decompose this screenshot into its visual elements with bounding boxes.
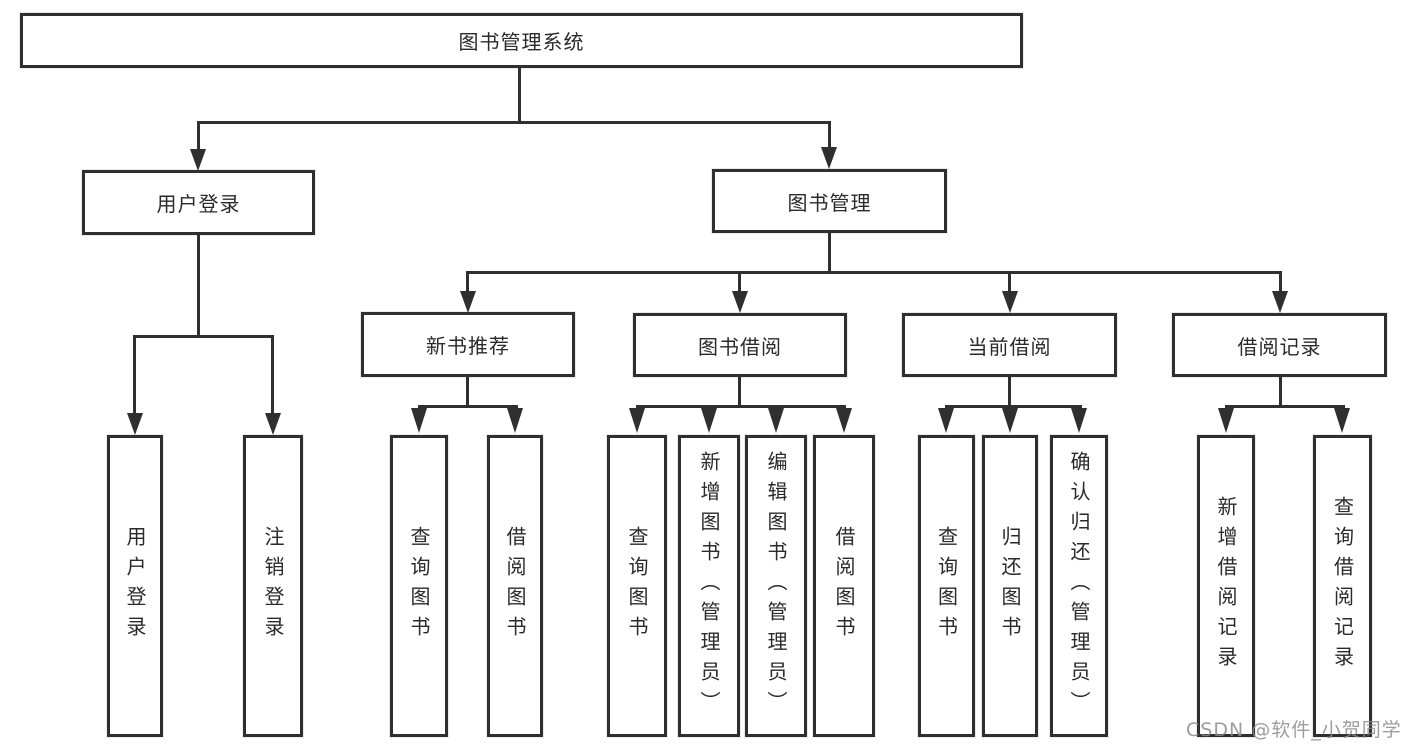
arrow-down-icon <box>127 413 143 435</box>
arrow-down-icon <box>836 408 852 433</box>
arrow-down-icon <box>1272 291 1288 313</box>
arrow-down-icon <box>1334 408 1350 433</box>
node-label: 新书推荐 <box>426 334 510 358</box>
node-label: 图书管理系统 <box>458 30 585 54</box>
connector-line <box>1279 271 1282 291</box>
arrow-down-icon <box>1218 408 1234 433</box>
leaf-logout: 注销登录 <box>243 435 303 737</box>
arrow-down-icon <box>701 408 717 433</box>
connector-line <box>197 121 831 124</box>
leaf-user-login: 用户登录 <box>107 435 163 737</box>
node-label: 查询借阅记录 <box>1330 496 1355 676</box>
node-label: 新增借阅记录 <box>1214 496 1238 676</box>
arrow-down-icon <box>460 291 476 313</box>
arrow-down-icon <box>732 291 748 313</box>
node-label: 归还图书 <box>998 526 1022 646</box>
connector-line <box>466 271 1282 274</box>
arrow-down-icon <box>768 408 784 433</box>
connector-line <box>945 405 1082 408</box>
leaf-query-books-recommend: 查询图书 <box>390 435 448 737</box>
node-label: 查询图书 <box>625 526 649 646</box>
leaf-confirm-return-admin: 确认归还（管理员） <box>1050 435 1108 737</box>
node-label: 确认归还（管理员） <box>1067 451 1091 721</box>
leaf-query-borrow-record: 查询借阅记录 <box>1313 435 1372 737</box>
arrow-down-icon <box>190 149 206 171</box>
connector-line <box>418 405 518 408</box>
leaf-query-books-borrowing: 查询图书 <box>607 435 667 737</box>
connector-line <box>466 377 469 405</box>
connector-line <box>1225 405 1345 408</box>
node-label: 借阅图书 <box>832 526 856 646</box>
connector-line <box>1008 271 1011 291</box>
node-book-management: 图书管理 <box>712 169 947 233</box>
node-label: 注销登录 <box>261 526 285 646</box>
node-user-login: 用户登录 <box>82 170 315 235</box>
leaf-edit-books-admin: 编辑图书（管理员） <box>745 435 807 737</box>
connector-line <box>133 335 136 413</box>
connector-line <box>271 335 274 413</box>
connector-line <box>197 121 200 149</box>
arrow-down-icon <box>265 413 281 435</box>
node-label: 查询图书 <box>407 526 431 646</box>
leaf-borrow-books-recommend: 借阅图书 <box>487 435 543 737</box>
connector-line <box>828 233 831 274</box>
node-label: 借阅记录 <box>1237 334 1322 359</box>
arrow-down-icon <box>1002 408 1018 433</box>
node-label: 用户登录 <box>156 192 241 216</box>
node-label: 图书管理 <box>787 190 872 215</box>
node-current-borrowing: 当前借阅 <box>902 313 1117 377</box>
connector-line <box>828 121 831 147</box>
arrow-down-icon <box>507 408 523 433</box>
leaf-add-books-admin: 新增图书（管理员） <box>678 435 740 737</box>
leaf-query-books-current: 查询图书 <box>918 435 975 737</box>
arrow-down-icon <box>629 408 645 433</box>
node-label: 借阅图书 <box>503 526 527 646</box>
arrow-down-icon <box>821 147 837 169</box>
watermark: CSDN @软件_小贺同学 <box>1186 719 1402 741</box>
node-label: 当前借阅 <box>967 334 1052 359</box>
connector-line <box>738 271 741 291</box>
connector-line <box>197 235 200 335</box>
node-label: 图书借阅 <box>698 334 782 359</box>
arrow-down-icon <box>1002 291 1018 313</box>
node-library-management-system: 图书管理系统 <box>20 13 1023 68</box>
node-book-borrowing: 图书借阅 <box>633 313 847 377</box>
leaf-return-books: 归还图书 <box>982 435 1038 737</box>
node-new-book-recommendation: 新书推荐 <box>361 312 575 377</box>
connector-line <box>466 271 469 291</box>
node-borrowing-records: 借阅记录 <box>1172 313 1387 377</box>
node-label: 查询图书 <box>934 526 959 646</box>
connector-line <box>518 68 521 124</box>
leaf-borrow-books-borrowing: 借阅图书 <box>813 435 875 737</box>
arrow-down-icon <box>411 408 427 433</box>
connector-line <box>133 335 274 338</box>
arrow-down-icon <box>938 408 954 433</box>
connector-line <box>636 405 846 408</box>
node-label: 编辑图书（管理员） <box>764 451 788 721</box>
node-label: 新增图书（管理员） <box>697 451 721 721</box>
connector-line <box>1279 377 1282 405</box>
connector-line <box>738 377 741 405</box>
node-label: 用户登录 <box>123 526 147 646</box>
arrow-down-icon <box>1071 408 1087 433</box>
connector-line <box>1008 377 1011 405</box>
leaf-add-borrow-record: 新增借阅记录 <box>1197 435 1255 737</box>
